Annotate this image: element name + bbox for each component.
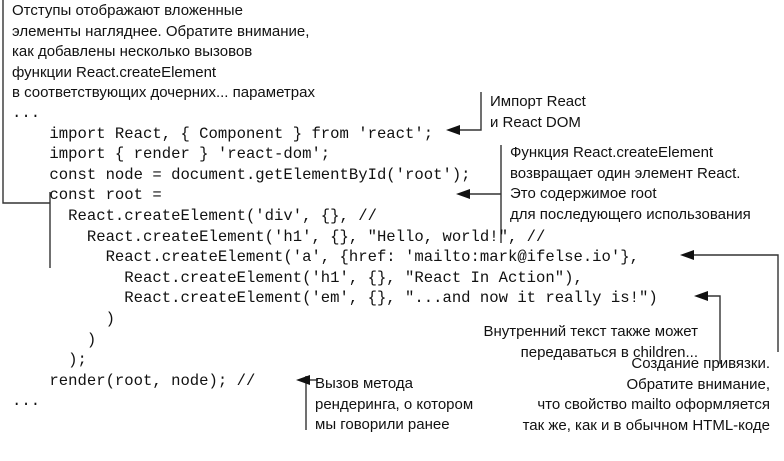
annotation-line: элементы нагляднее. Обратите внимание,	[12, 22, 310, 40]
annotation-indent: Отступы отображают вложенные элементы на…	[12, 1, 315, 104]
annotation-line: что свойство mailto оформляется	[537, 396, 770, 413]
annotation-line: возвращает один элемент React.	[510, 164, 741, 182]
arrowhead-icon	[456, 189, 470, 199]
code-line: import React, { Component } from 'react'…	[12, 124, 434, 143]
code-line: React.createElement('h1', {}, "React In …	[12, 268, 583, 287]
annotation-line: рендеринга, о котором	[315, 395, 474, 413]
annotation-line: функции React.createElement	[12, 63, 217, 81]
arrowhead-icon	[446, 125, 460, 135]
arrowhead-icon	[694, 291, 708, 301]
annotation-line: Внутренний текст также может	[483, 323, 698, 340]
annotation-line: Отступы отображают вложенные	[12, 2, 243, 19]
indent-bracket-line	[2, 0, 50, 204]
annotation-line: Обратите внимание,	[626, 375, 770, 393]
annotation-create-element: Функция React.createElement возвращает о…	[510, 143, 751, 225]
annotation-line: в соответствующих дочерних... параметрах	[12, 84, 315, 101]
code-line: React.createElement('div', {}, //	[12, 206, 377, 225]
code-line: React.createElement('em', {}, "...and no…	[12, 289, 658, 308]
import-connector	[458, 92, 482, 131]
annotation-line: Создание привязки.	[631, 355, 770, 372]
annotation-line: Импорт React	[490, 93, 586, 110]
code-line: render(root, node); //	[12, 371, 256, 390]
code-block: ... import React, { Component } from 're…	[12, 103, 658, 412]
code-line: ...	[12, 104, 41, 122]
annotation-line: Это содержимое root	[510, 185, 657, 202]
code-line: const node = document.getElementById('ro…	[12, 165, 471, 184]
annotation-line: для последующего использования	[510, 205, 751, 223]
inner-text-connector	[706, 295, 721, 364]
annotation-render-call: Вызов метода рендеринга, о котором мы го…	[315, 374, 473, 436]
annotation-inner-text: Внутренний текст также может передаватьс…	[483, 322, 698, 363]
annotation-line: мы говорили ранее	[315, 416, 450, 433]
annotation-line: как добавлены несколько вызовов	[12, 43, 253, 60]
annotation-import: Импорт React и React DOM	[490, 92, 586, 133]
arrowhead-icon	[296, 375, 310, 385]
code-line: )	[12, 309, 115, 328]
code-line: React.createElement('h1', {}, "Hello, wo…	[12, 227, 546, 246]
annotation-line: и React DOM	[490, 113, 581, 131]
code-line: ...	[12, 392, 41, 411]
annotation-line: Функция React.createElement	[510, 144, 714, 161]
annotation-link: Создание привязки. Обратите внимание, чт…	[523, 354, 770, 436]
code-line: React.createElement('a', {href: 'mailto:…	[12, 248, 639, 267]
annotation-line: Вызов метода	[315, 375, 413, 392]
annotation-line: так же, как и в обычном HTML-коде	[522, 416, 770, 434]
annotation-line: передаваться в children...	[520, 343, 698, 361]
arrowhead-icon	[680, 250, 694, 260]
link-connector	[692, 254, 779, 352]
code-line: import { render } 'react-dom';	[12, 145, 331, 164]
code-line: );	[12, 351, 87, 370]
code-line: const root =	[12, 186, 162, 205]
code-line: )	[12, 330, 97, 349]
